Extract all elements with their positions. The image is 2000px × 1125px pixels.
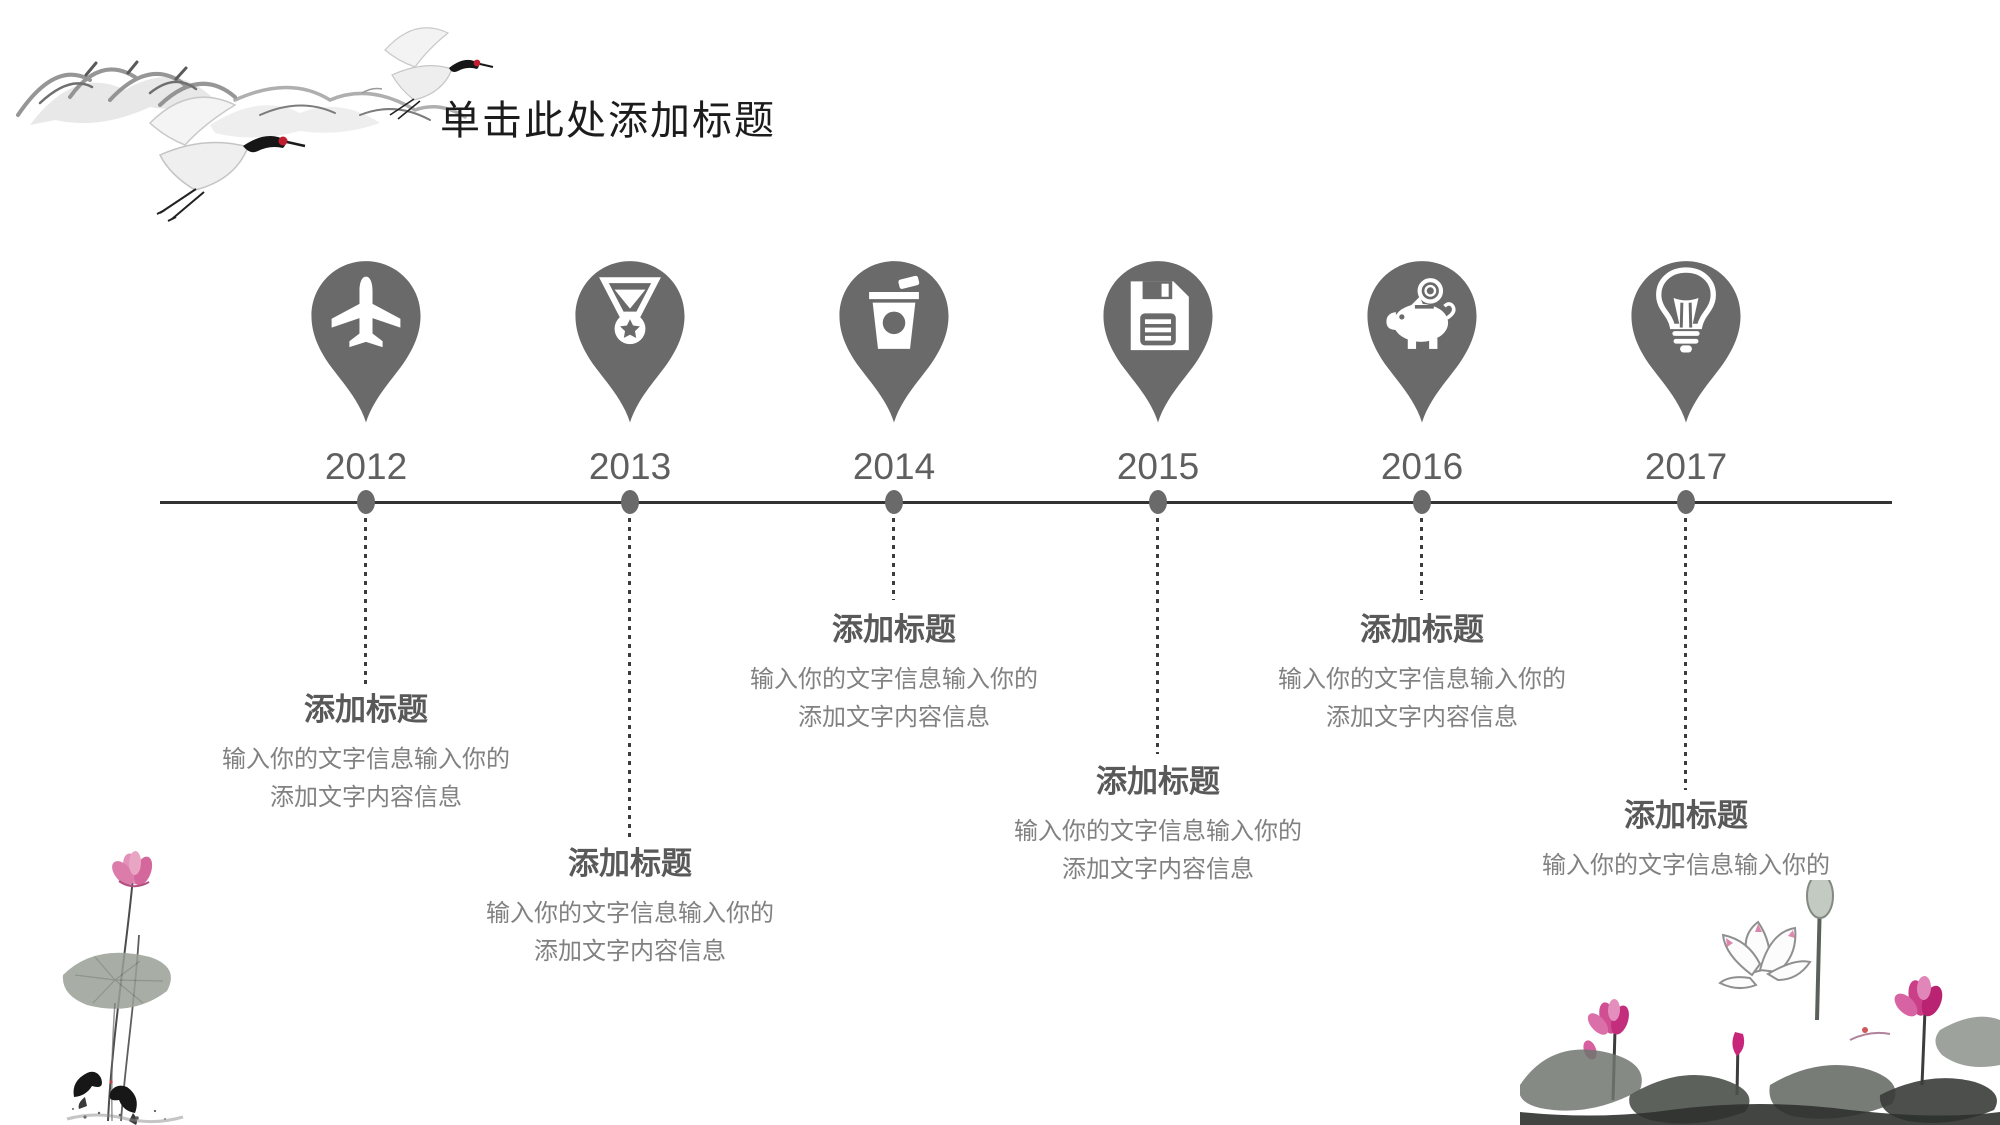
floppy-disk-icon <box>1130 281 1189 351</box>
dotted-connector <box>1684 518 1687 790</box>
timeline-dot <box>1413 490 1431 514</box>
airplane-icon <box>331 276 401 348</box>
timeline-item: 2013 添加标题 输入你的文字信息输入你的 添加文字内容信息 <box>420 0 840 1125</box>
timeline-dot <box>1149 490 1167 514</box>
lotus-bud <box>1806 880 1834 919</box>
entry-body-line[interactable]: 添加文字内容信息 <box>534 938 726 965</box>
lightbulb-icon <box>1656 267 1716 353</box>
entry-body-line[interactable]: 输入你的文字信息输入你的 <box>1014 818 1302 845</box>
entry-body-line[interactable]: 输入你的文字信息输入你的 <box>1542 852 1830 879</box>
ink-leaves <box>1520 1016 2000 1125</box>
entry-title[interactable]: 添加标题 <box>568 846 692 881</box>
dotted-connector <box>628 518 631 840</box>
timeline-pin[interactable] <box>1098 260 1218 426</box>
timeline-pin[interactable] <box>834 260 954 426</box>
entry-body-line[interactable]: 添加文字内容信息 <box>798 704 990 731</box>
koi-fish <box>73 1071 137 1125</box>
pink-lotus-flower <box>112 851 153 888</box>
entry-title[interactable]: 添加标题 <box>1624 798 1748 833</box>
entry-text-block: 添加标题 输入你的文字信息输入你的 添加文字内容信息 <box>948 756 1368 889</box>
entry-body-line[interactable]: 输入你的文字信息输入你的 <box>222 746 510 773</box>
timeline-axis <box>160 501 1892 504</box>
lotus-petal <box>1732 1032 1745 1056</box>
crane-large <box>148 96 306 222</box>
entry-body-line[interactable]: 输入你的文字信息输入你的 <box>1278 666 1566 693</box>
year-label[interactable]: 2013 <box>588 446 672 487</box>
ink-mountains-and-cranes <box>0 5 500 240</box>
trash-bin-icon <box>869 275 920 349</box>
dotted-connector <box>1420 518 1423 600</box>
entry-title[interactable]: 添加标题 <box>1360 612 1484 647</box>
entry-body-line[interactable]: 添加文字内容信息 <box>270 784 462 811</box>
ink-lotus-and-koi <box>15 835 235 1125</box>
ink-painting-svg <box>1520 880 2000 1125</box>
entry-text-block: 添加标题 输入你的文字信息输入你的 添加文字内容信息 <box>156 684 576 817</box>
dotted-connector <box>1156 518 1159 754</box>
entry-text-block: 添加标题 输入你的文字信息输入你的 添加文字内容信息 <box>684 604 1104 737</box>
entry-title[interactable]: 添加标题 <box>832 612 956 647</box>
slide-title[interactable]: 单击此处添加标题 <box>440 99 776 143</box>
entry-text-block: 添加标题 输入你的文字信息输入你的 添加文字内容信息 <box>420 838 840 971</box>
entry-title[interactable]: 添加标题 <box>304 692 428 727</box>
timeline-item: 2016 添加标题 输入你的文字信息输入你的 添加文字内容信息 <box>1212 0 1632 1125</box>
entry-body-line[interactable]: 输入你的文字信息输入你的 <box>750 666 1038 693</box>
entry-text-block: 添加标题 输入你的文字信息输入你的 添加文字内容信息 <box>1212 604 1632 737</box>
pink-lotus-flower <box>1894 976 1943 1017</box>
crane-small <box>361 27 494 120</box>
year-label[interactable]: 2017 <box>1644 446 1728 487</box>
pink-lotus-flower <box>1583 999 1629 1060</box>
timeline-pin[interactable] <box>1362 260 1482 426</box>
entry-body-line[interactable]: 添加文字内容信息 <box>1326 704 1518 731</box>
timeline-pin[interactable] <box>306 260 426 426</box>
timeline-item: 2014 添加标题 输入你的文字信息输入你的 添加文字内容信息 <box>684 0 1104 1125</box>
entry-title[interactable]: 添加标题 <box>1096 764 1220 799</box>
entry-body-line[interactable]: 添加文字内容信息 <box>1062 856 1254 883</box>
timeline-pin[interactable] <box>1626 260 1746 426</box>
year-label[interactable]: 2015 <box>1116 446 1200 487</box>
year-label[interactable]: 2016 <box>1380 446 1464 487</box>
ink-painting-svg <box>16 27 494 222</box>
ink-lotus-pond <box>1520 880 2000 1125</box>
timeline-dot <box>621 490 639 514</box>
piggy-bank-icon <box>1386 278 1456 349</box>
timeline-dot <box>357 490 375 514</box>
entry-body-line[interactable]: 输入你的文字信息输入你的 <box>486 900 774 927</box>
white-lotus-flower <box>1718 920 1812 989</box>
year-label[interactable]: 2012 <box>324 446 408 487</box>
timeline-dot <box>885 490 903 514</box>
timeline-item: 2017 添加标题 输入你的文字信息输入你的 <box>1476 0 1896 1125</box>
medal-icon <box>599 277 661 345</box>
timeline-item: 2015 添加标题 输入你的文字信息输入你的 添加文字内容信息 <box>948 0 1368 1125</box>
dotted-connector <box>892 518 895 600</box>
timeline-item: 2012 添加标题 输入你的文字信息输入你的 添加文字内容信息 <box>156 0 576 1125</box>
lotus-leaf <box>62 952 171 1009</box>
timeline-dot <box>1677 490 1695 514</box>
ink-painting-svg <box>62 851 184 1125</box>
dotted-connector <box>364 518 367 687</box>
timeline-pin[interactable] <box>570 260 690 426</box>
entry-text-block: 添加标题 输入你的文字信息输入你的 <box>1476 790 1896 885</box>
year-label[interactable]: 2014 <box>852 446 936 487</box>
